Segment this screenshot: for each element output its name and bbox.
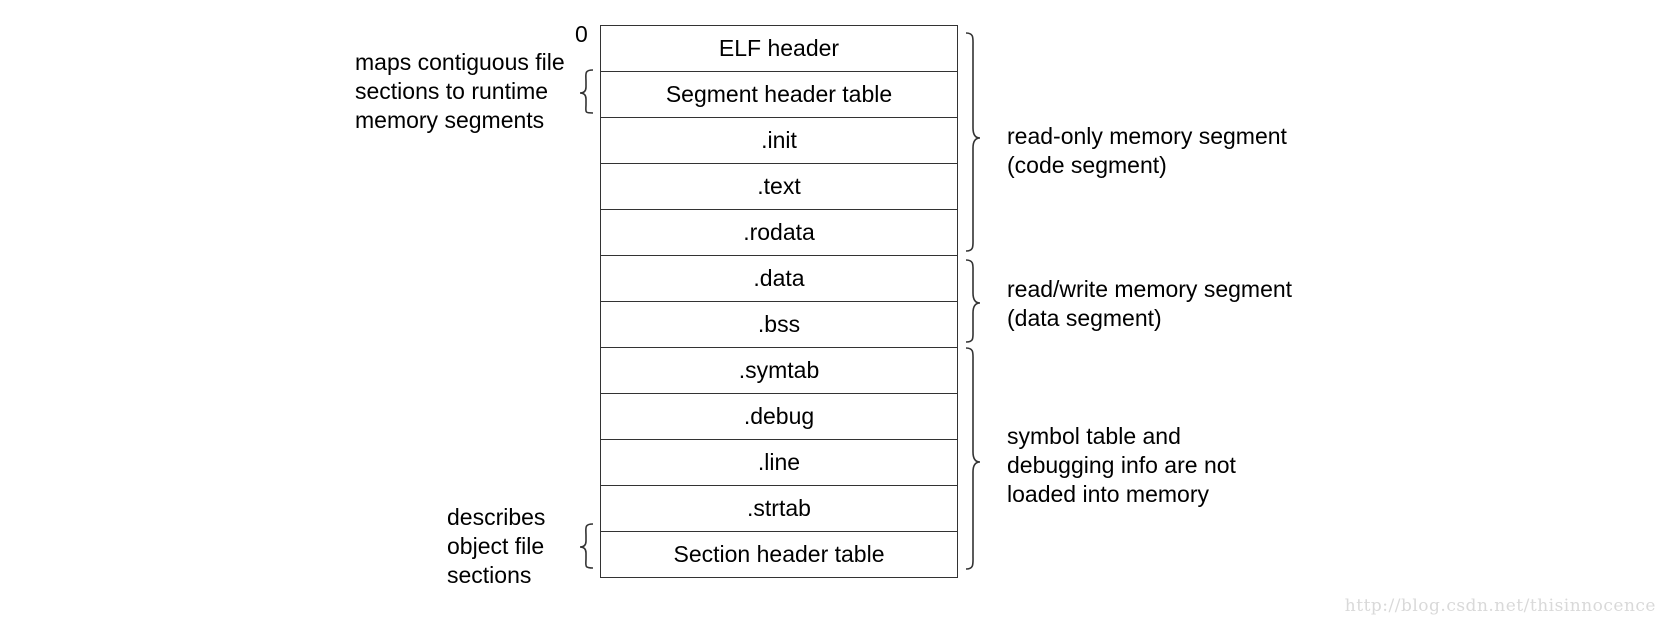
- section-row-rodata: .rodata: [601, 210, 957, 256]
- segment-header-annotation: maps contiguous file sections to runtime…: [355, 49, 565, 133]
- section-row-section-header-table: Section header table: [673, 541, 885, 567]
- right-brace-not-loaded: [965, 347, 981, 570]
- watermark-text: http://blog.csdn.net/thisinnocence: [1344, 596, 1656, 616]
- section-row-data: .data: [601, 256, 957, 302]
- read-only-segment-annotation: read-only memory segment (code segment): [1007, 123, 1287, 178]
- not-loaded-annotation: symbol table and debugging info are not …: [1007, 423, 1236, 507]
- section-row-symtab: .symtab: [601, 348, 957, 394]
- section-row-bss: .bss: [601, 302, 957, 348]
- section-row-elf-header: ELF header: [601, 26, 957, 72]
- offset-zero-label: 0: [575, 21, 588, 47]
- read-write-segment-annotation: read/write memory segment (data segment): [1007, 276, 1293, 331]
- left-brace-segment-header: [579, 69, 594, 114]
- left-brace-section-header: [579, 523, 594, 569]
- section-row-debug: .debug: [601, 394, 957, 440]
- section-row-text: .text: [601, 164, 957, 210]
- right-brace-read-write: [965, 259, 981, 343]
- section-row-line: .line: [601, 440, 957, 486]
- section-row-init: .init: [601, 118, 957, 164]
- elf-sections-table: ELF header Segment header table .init .t…: [600, 25, 958, 578]
- section-row-segment-header-table: Segment header table: [601, 72, 957, 118]
- right-brace-read-only: [965, 32, 981, 252]
- section-row-strtab: .strtab: [601, 486, 957, 532]
- section-header-annotation: describes object file sections: [447, 504, 546, 588]
